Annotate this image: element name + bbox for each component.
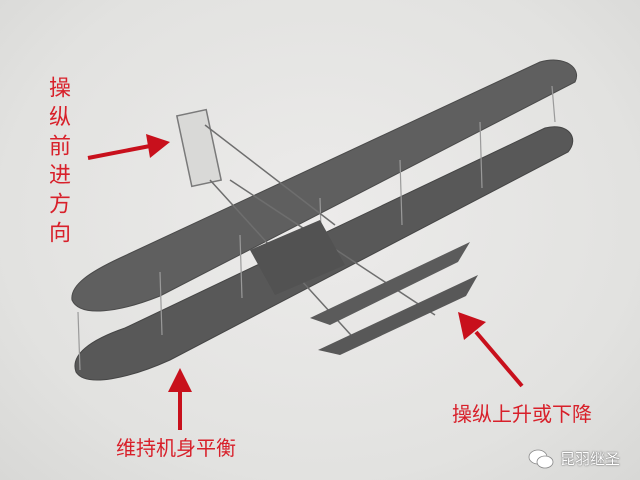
wechat-icon xyxy=(528,449,554,468)
front-rudder xyxy=(175,108,223,188)
upper-wing xyxy=(71,59,578,312)
front-rudder-annotation: 操纵前进方向 xyxy=(45,76,70,250)
watermark: 昆羽继圣 xyxy=(528,448,620,469)
lower-elevator xyxy=(318,275,478,355)
upper-elevator xyxy=(310,242,470,325)
elevator-annotation: 操纵上升或下降 xyxy=(452,402,592,426)
wing-balance-annotation: 维持机身平衡 xyxy=(116,436,236,460)
watermark-text: 昆羽继圣 xyxy=(560,450,621,468)
